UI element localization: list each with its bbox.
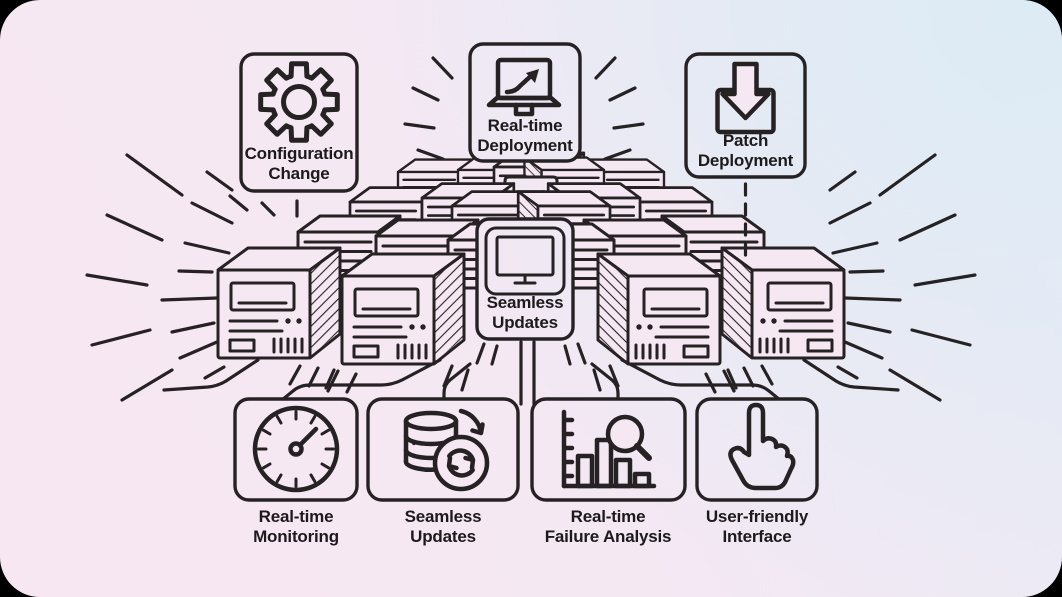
failure-analysis-card (530, 397, 687, 502)
label-line: Seamless (486, 293, 564, 312)
label-line: Deployment (697, 150, 794, 170)
patch-deployment-label: Patch Deployment (688, 131, 803, 170)
gear-icon (258, 61, 340, 143)
user-friendly-card (695, 397, 819, 502)
server-tower (340, 252, 466, 366)
label-line: Real-time (487, 116, 563, 135)
circuit-traces (162, 340, 900, 406)
realtime-deployment-card (468, 42, 582, 163)
label-line: Real-time (570, 507, 646, 526)
label-line: Updates (410, 526, 476, 546)
download-tray-icon (715, 61, 776, 135)
realtime-deployment-label: Real-time Deployment (472, 116, 578, 155)
label-line: User-friendly (705, 507, 809, 526)
patch-deployment-card (684, 52, 807, 179)
server-cluster (216, 151, 846, 366)
label-line: Monitoring (253, 526, 339, 546)
pointing-hand-icon (728, 402, 796, 491)
config-change-card (239, 52, 359, 193)
label-line: Change (268, 163, 330, 183)
label-line: Failure Analysis (544, 526, 672, 546)
realtime-monitoring-label: Real-time Monitoring (226, 507, 366, 546)
label-line: Interface (722, 526, 792, 546)
server-tower (216, 246, 342, 360)
burst-rays (85, 56, 977, 402)
server-tower (596, 252, 722, 366)
server-tower (720, 246, 846, 360)
database-refresh-icon (403, 408, 490, 492)
laptop-growth-icon (486, 57, 562, 117)
seamless-updates-label: Seamless Updates (373, 507, 513, 546)
config-change-label: Configuration Change (243, 144, 355, 183)
label-line: Deployment (477, 135, 573, 155)
seamless-updates-center-card (475, 217, 575, 341)
label-line: Real-time (258, 507, 334, 526)
label-line: Seamless (404, 507, 482, 526)
monitor-icon (495, 235, 555, 285)
bar-chart-magnifier-icon (561, 409, 657, 489)
label-line: Updates (492, 312, 558, 332)
failure-analysis-label: Real-time Failure Analysis (528, 507, 688, 546)
gauge-icon (252, 405, 340, 493)
user-friendly-label: User-friendly Interface (687, 507, 827, 546)
label-line: Patch (722, 131, 769, 150)
label-line: Configuration (244, 144, 354, 163)
seamless-updates-card (366, 397, 520, 502)
realtime-monitoring-card (233, 397, 359, 502)
seamless-updates-center-label: Seamless Updates (479, 293, 571, 332)
